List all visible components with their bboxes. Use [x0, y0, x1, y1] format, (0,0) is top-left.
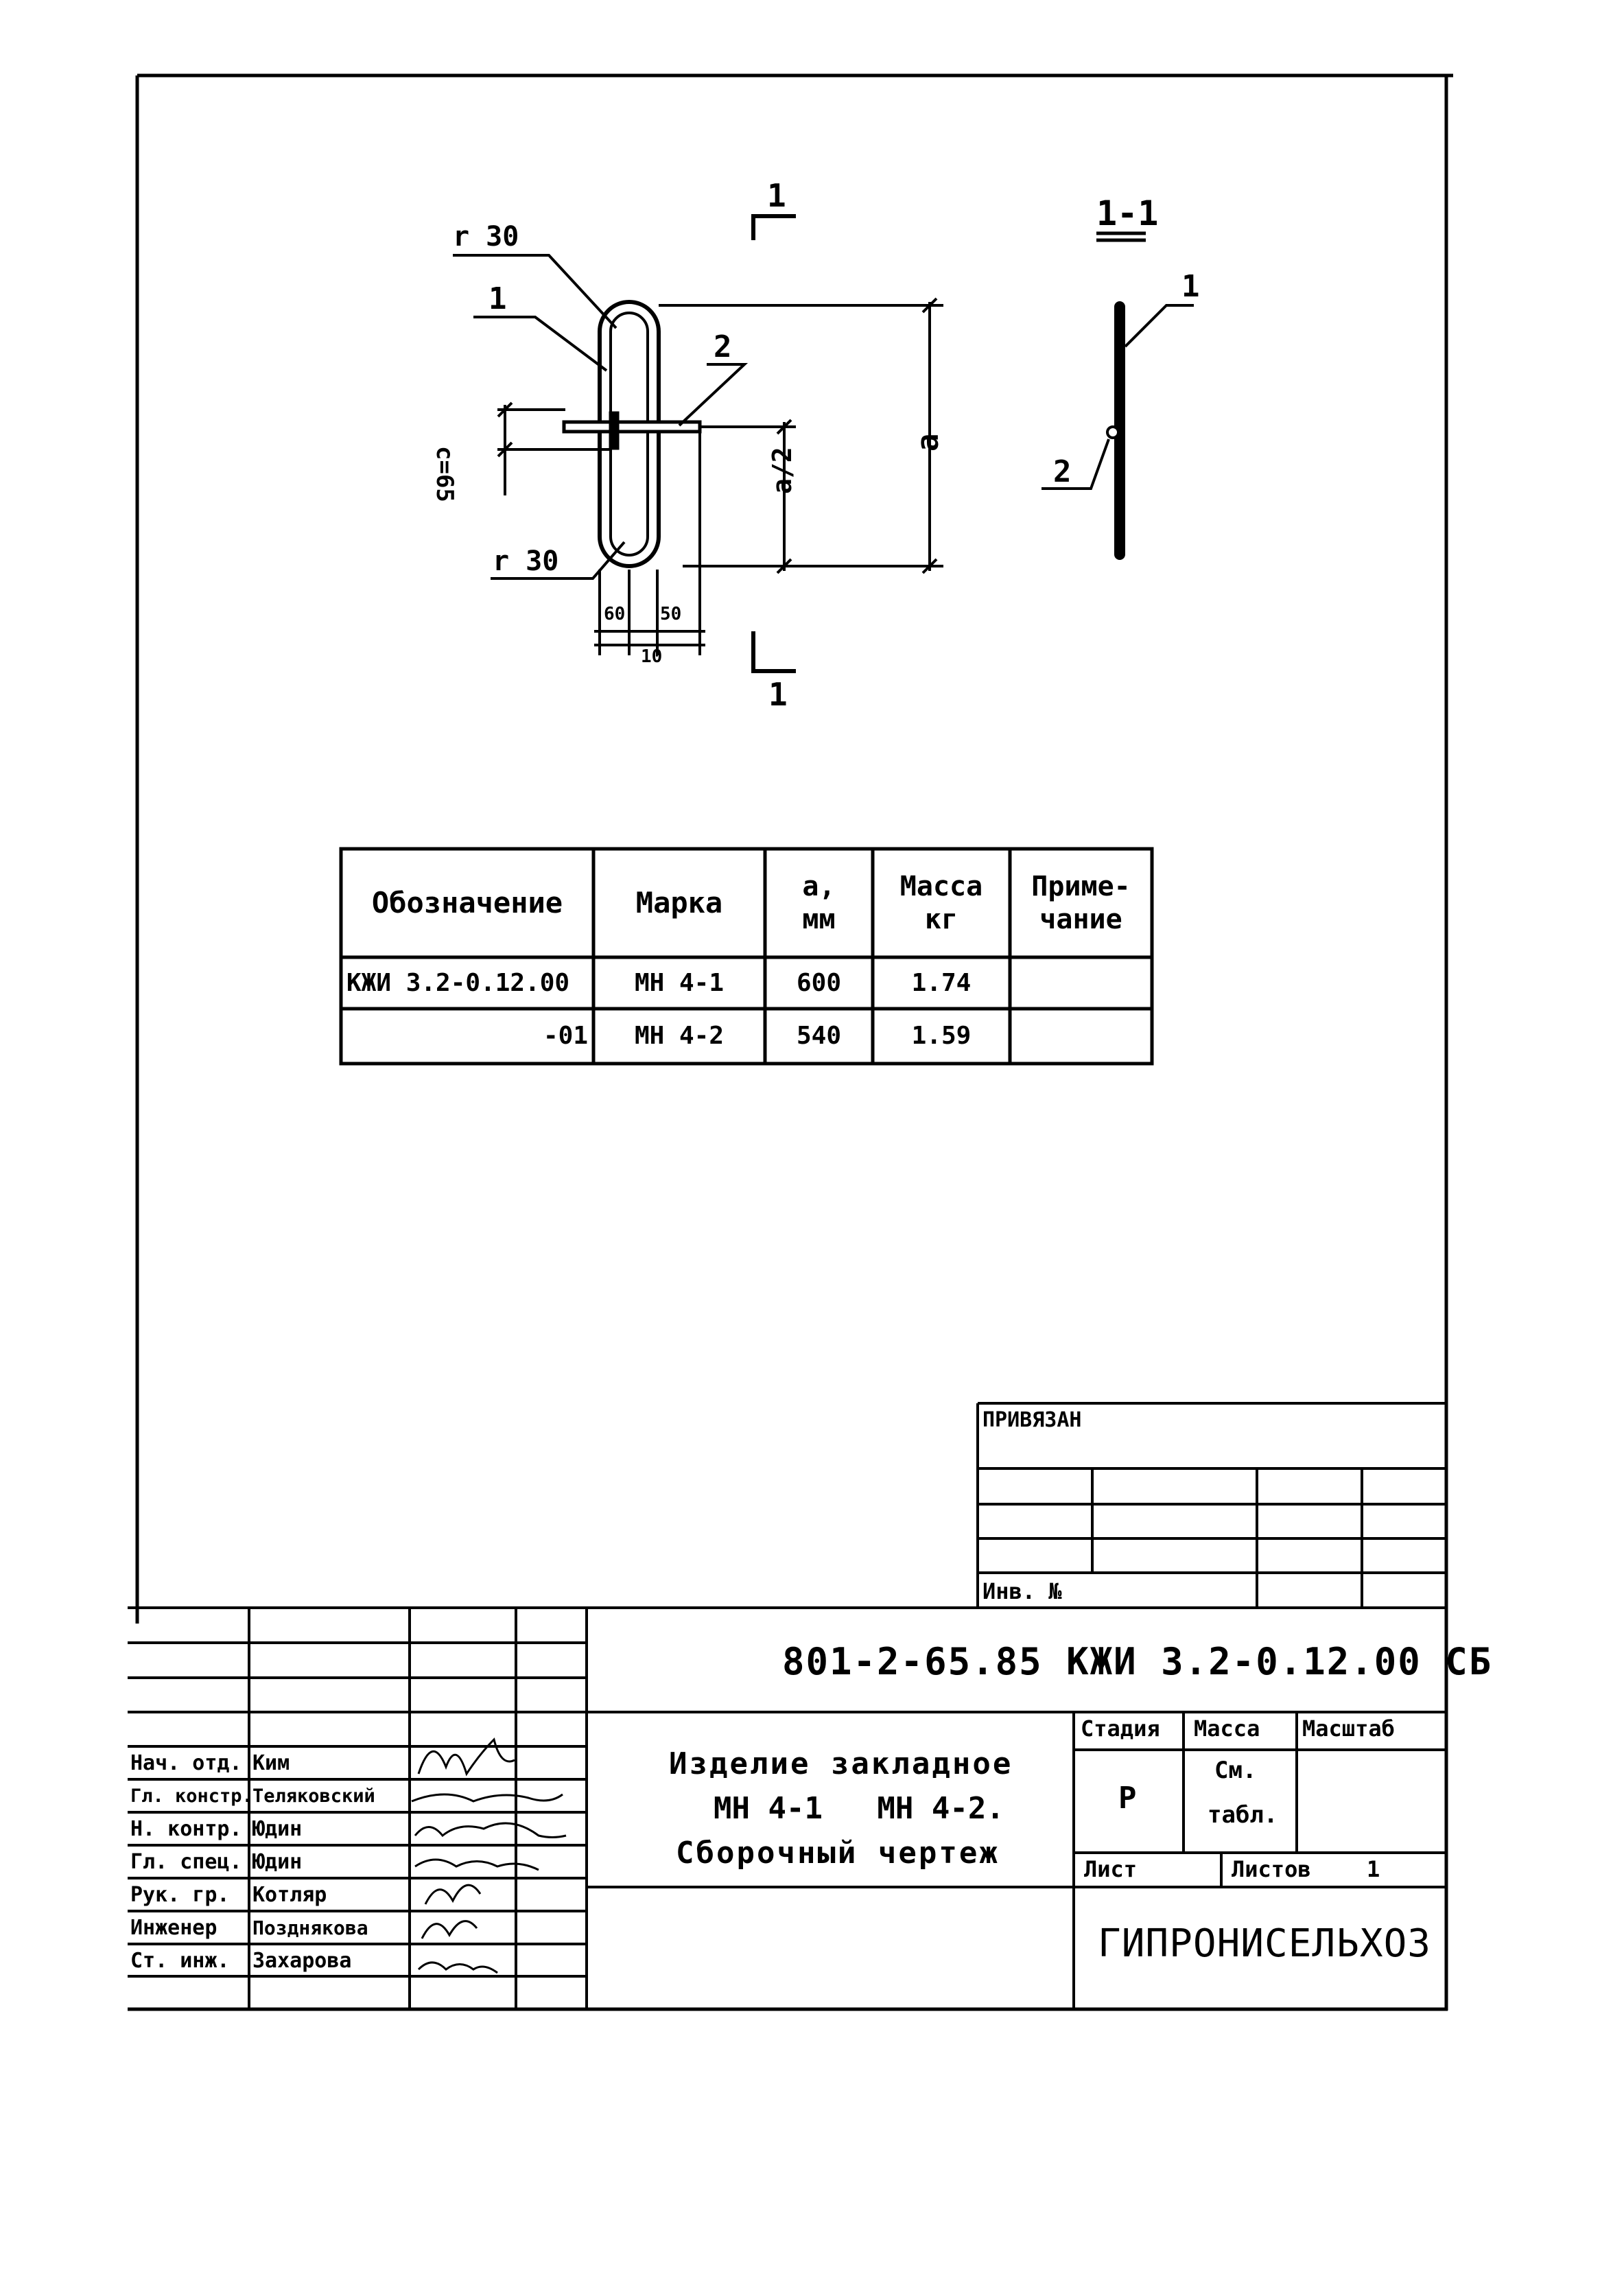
dimension-10-label: 10 — [641, 646, 663, 667]
title-line-3: Сборочный чертеж — [676, 1836, 1000, 1871]
signatory-name: Юдин — [252, 1849, 303, 1874]
dimension-60-label: 60 — [604, 604, 626, 624]
signatory-role: Инженер — [130, 1915, 217, 1940]
privyazan-label: ПРИВЯЗАН — [982, 1408, 1082, 1432]
signatory-role: Н. контр. — [130, 1816, 242, 1841]
spec-cell-mark: МН 4-1 — [634, 968, 725, 997]
section-mark-top-number: 1 — [767, 177, 786, 214]
section-view — [1042, 231, 1194, 560]
spec-table-grid — [339, 847, 1154, 1066]
spec-cell-a: 540 — [796, 1022, 842, 1050]
mass-label: Масса — [1194, 1715, 1260, 1742]
document-code: 801-2-65.85 КЖИ 3.2-0.12.00 СБ — [782, 1640, 1493, 1683]
dimension-c — [497, 401, 611, 495]
dimension-bottom — [594, 432, 705, 655]
organization-name: ГИПРОНИСЕЛЬХОЗ — [1098, 1921, 1432, 1966]
plate-part-front-view — [562, 411, 702, 450]
radius-30-top-label: r 30 — [453, 221, 519, 253]
sheets-value: 1 — [1367, 1856, 1380, 1882]
title-line-2: МН 4-1 МН 4-2. — [714, 1791, 1004, 1826]
spec-header-a: a, мм — [802, 871, 836, 935]
spec-cell-a: 600 — [796, 968, 842, 997]
spec-header-designation: Обозначение — [371, 886, 563, 920]
signatory-name: Котляр — [252, 1882, 327, 1907]
stamp-grid — [976, 1402, 1446, 1608]
spec-cell-designation: -01 — [543, 1022, 588, 1050]
spec-cell-designation: КЖИ 3.2-0.12.00 — [346, 968, 570, 997]
spec-cell-mark: МН 4-2 — [634, 1022, 725, 1050]
signatory-name: Позднякова — [252, 1916, 368, 1939]
loop-part-front-view — [598, 300, 661, 568]
spec-header-mass: Масса кг — [899, 871, 983, 935]
mass-value-line-2: табл. — [1208, 1801, 1278, 1829]
signatory-role: Рук. гр. — [130, 1882, 230, 1907]
spec-cell-mass: 1.74 — [911, 968, 972, 997]
dimension-c-label: c=65 — [431, 446, 458, 502]
position-1-label: 1 — [489, 281, 507, 316]
title-block-grid — [128, 1606, 1446, 2009]
spec-header-note: Приме- чание — [1031, 871, 1131, 935]
spec-cell-note — [1010, 957, 1152, 1009]
spec-cell-note — [1010, 1009, 1152, 1064]
sheets-label: Листов — [1232, 1856, 1311, 1882]
dimension-a-label: a — [910, 433, 945, 452]
section-position-2-label: 2 — [1053, 454, 1072, 489]
position-2-label: 2 — [714, 329, 732, 364]
section-marks — [751, 214, 796, 673]
inventory-number-label: Инв. № — [982, 1578, 1062, 1604]
signatory-name: Юдин — [252, 1816, 303, 1841]
section-mark-bottom-number: 1 — [768, 676, 788, 713]
stage-value: Р — [1118, 1781, 1137, 1816]
dimension-50-label: 50 — [660, 604, 682, 624]
title-line-1: Изделие закладное — [669, 1746, 1013, 1781]
scale-label: Масштаб — [1302, 1715, 1395, 1742]
mass-value-line-1: См. — [1214, 1757, 1257, 1784]
section-position-1-label: 1 — [1181, 269, 1200, 304]
spec-cell-mass: 1.59 — [911, 1022, 972, 1050]
signatures — [411, 1737, 567, 1974]
signatory-name: Захарова — [252, 1948, 352, 1973]
spec-header-mark: Марка — [635, 886, 723, 920]
leader-lines — [453, 254, 749, 580]
signatory-name: Теляковский — [252, 1785, 375, 1807]
signatory-role: Гл. спец. — [130, 1849, 242, 1874]
sheet-frame — [128, 73, 1453, 2011]
signatory-role: Гл. констр. — [130, 1785, 253, 1807]
section-view-title: 1-1 — [1096, 194, 1159, 233]
radius-30-bottom-label: r 30 — [493, 546, 559, 577]
signatory-role: Ст. инж. — [130, 1948, 230, 1973]
dimension-a — [659, 297, 943, 574]
dimension-a-half-label: a/2 — [767, 447, 797, 494]
signatory-name: Ким — [252, 1750, 290, 1775]
signatory-role: Нач. отд. — [130, 1750, 242, 1775]
sheet-label: Лист — [1084, 1856, 1138, 1882]
dimension-a-half — [700, 419, 796, 574]
stage-label: Стадия — [1081, 1715, 1160, 1742]
